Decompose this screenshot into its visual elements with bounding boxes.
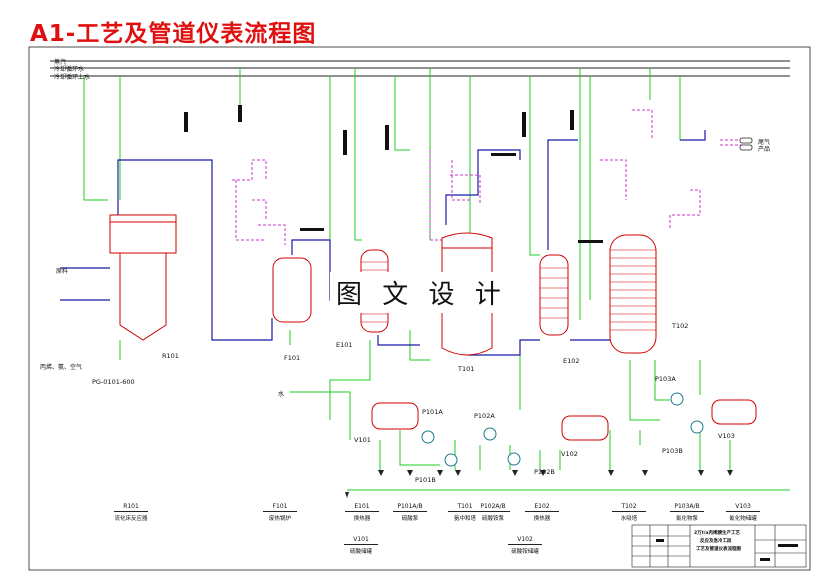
v103-tank [711, 399, 757, 425]
legend-underline [345, 511, 379, 512]
drawing-frame [28, 46, 811, 571]
legend-underline [263, 511, 297, 512]
tag-e101: E101 [336, 341, 353, 349]
p101b-pump [444, 453, 458, 467]
pumps [421, 392, 704, 467]
pipe-code: PG-0101-600 [92, 378, 135, 386]
product-out-label: 产品 [758, 146, 771, 153]
tag-f101: F101 [284, 354, 301, 362]
bottom-feed-label: 丙烯、氨、空气 [40, 364, 83, 371]
vent-gas-label: 尾气 [758, 139, 771, 146]
legend-tag: V103 [735, 503, 751, 510]
legend-name: 换热器 [353, 516, 371, 522]
legend-tag: P101A/B [397, 503, 423, 510]
tag-p102a: P102A [474, 412, 495, 420]
indicator-bars [184, 105, 603, 243]
tag-p101a: P101A [422, 408, 443, 416]
legend-name: 废热锅炉 [268, 516, 291, 522]
t102-column [609, 234, 657, 354]
tag-v102: V102 [561, 450, 578, 458]
flow-arrows [345, 470, 733, 498]
tag-t101: T101 [458, 365, 475, 373]
watermark: 图 文 设 计 [330, 272, 513, 313]
legend-name: 硫酸泵 [401, 516, 419, 522]
tag-v101: V101 [354, 436, 371, 444]
title-block-line-1: 2万t/a丙烯腈生产工艺 [694, 531, 740, 536]
legend-name: 氰化物泵 [675, 516, 698, 522]
tag-e102: E102 [563, 357, 580, 365]
tag-p101b: P101B [415, 476, 436, 484]
tag-p103a: P103A [655, 375, 676, 383]
legend-name: 氰化物储罐 [729, 516, 757, 522]
legend-name: 硫酸储罐 [349, 549, 372, 555]
legend-tag: F101 [272, 503, 288, 510]
header-line-label-cooling-supply: 冷却循环上水 [54, 74, 91, 81]
e102-exchanger [539, 254, 569, 336]
p102b-pump [507, 452, 521, 466]
legend-name: 氨中和塔 [453, 516, 476, 522]
drawing-title: A1-工艺及管道仪表流程图 [30, 21, 317, 47]
legend-underline [670, 511, 704, 512]
legend-tag: P103A/B [674, 503, 700, 510]
legend-tag: V102 [517, 536, 533, 543]
legend-underline [344, 544, 378, 545]
title-block-fills [656, 539, 798, 561]
legend-tag: T101 [457, 503, 473, 510]
title-block-line-2: 反应及急冷工段 [700, 539, 732, 544]
header-line-label-cooling-return: 冷却循环水 [54, 66, 85, 73]
legend-underline [525, 511, 559, 512]
legend-underline [114, 511, 148, 512]
p103b-pump [690, 420, 704, 434]
v102-tank [561, 415, 609, 441]
tag-t102: T102 [672, 322, 689, 330]
tag-p102b: P102B [534, 468, 555, 476]
legend-name: 换热器 [533, 516, 551, 522]
legend-underline [726, 511, 760, 512]
t101-column-bottom [441, 305, 493, 356]
legend-name: 水吸塔 [620, 516, 638, 522]
v101-tank [371, 402, 419, 430]
steam-lines [232, 109, 742, 245]
p103a-pump [670, 392, 684, 406]
legend-tag: T102 [621, 503, 637, 510]
legend-tag: V101 [353, 536, 369, 543]
legend-tag: P102A/B [480, 503, 506, 510]
left-feed-label: 原料 [56, 268, 69, 275]
water-in-label: 水 [278, 391, 285, 398]
outlet-nozzles [739, 137, 753, 151]
title-block [631, 524, 807, 568]
legend-tag: R101 [123, 503, 139, 510]
legend-underline [448, 511, 482, 512]
legend-name: 流化床反应器 [114, 516, 148, 522]
r101-reactor-top [109, 214, 177, 254]
legend-underline [393, 511, 427, 512]
header-line-label-steam: 蒸汽 [54, 59, 67, 66]
title-block-line-3: 工艺及管道仪表流程图 [696, 547, 741, 552]
tag-p103b: P103B [662, 447, 683, 455]
p102a-pump [483, 427, 497, 441]
tag-v103: V103 [718, 432, 735, 440]
legend-tag: E102 [534, 503, 550, 510]
equipment [109, 214, 757, 441]
f101-boiler [272, 257, 312, 323]
legend-underline [612, 511, 646, 512]
legend-tag: E101 [354, 503, 370, 510]
legend-underline [476, 511, 510, 512]
legend-underline [508, 544, 542, 545]
legend-name: 硫酸铵储罐 [511, 549, 539, 555]
legend-name: 硫酸铵泵 [481, 516, 504, 522]
tag-r101: R101 [162, 352, 179, 360]
process-lines [60, 130, 706, 356]
p101a-pump [421, 430, 435, 444]
r101-reactor-body [119, 252, 167, 341]
